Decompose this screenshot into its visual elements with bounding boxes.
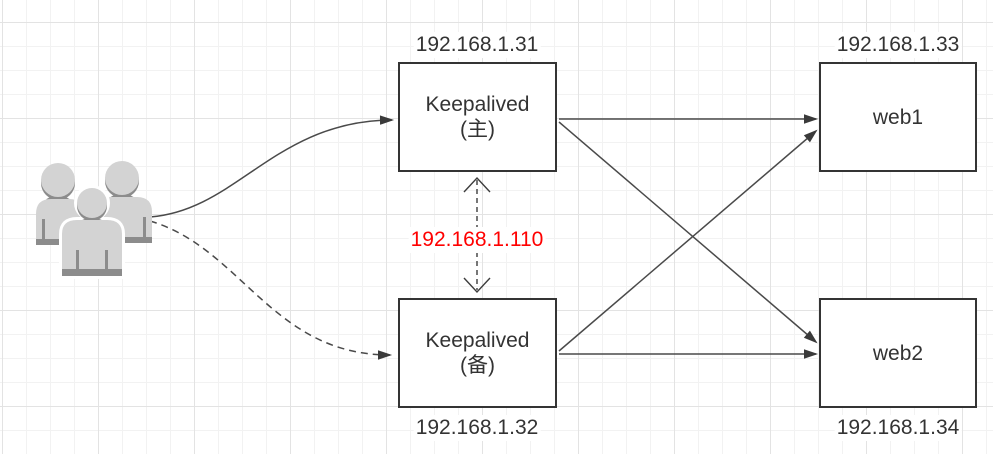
ip-label-web2[interactable]: 192.168.1.34 [834,415,962,441]
ip-label-kp-backup[interactable]: 192.168.1.32 [413,415,541,441]
ip-label-kp-master[interactable]: 192.168.1.31 [413,32,541,58]
node-keepalived-master[interactable]: Keepalived (主) [398,62,557,172]
edge-kp-backup-to-web1[interactable] [558,129,818,352]
vip-label[interactable]: 192.168.1.110 [408,227,546,253]
node-label-line2: (主) [460,118,495,141]
users-icon [36,161,152,279]
users-node[interactable] [28,155,154,281]
person-front [59,185,125,279]
node-label-line2: (备) [460,354,495,377]
node-web1[interactable]: web1 [819,62,977,172]
open-arrowhead-up [463,176,491,193]
node-web2[interactable]: web2 [819,298,977,408]
node-label: web1 [872,105,924,129]
open-arrowhead-down [463,277,491,294]
edge-users-to-kp-backup[interactable] [149,220,393,360]
node-label-line1: Keepalived [425,93,530,116]
ip-label-web1[interactable]: 192.168.1.33 [834,32,962,58]
edge-kp-master-to-web2[interactable] [558,121,818,344]
node-label: web2 [872,341,924,365]
edge-users-to-kp-master[interactable] [149,115,395,218]
node-label-line1: Keepalived [425,329,530,352]
node-keepalived-backup[interactable]: Keepalived (备) [398,298,557,408]
